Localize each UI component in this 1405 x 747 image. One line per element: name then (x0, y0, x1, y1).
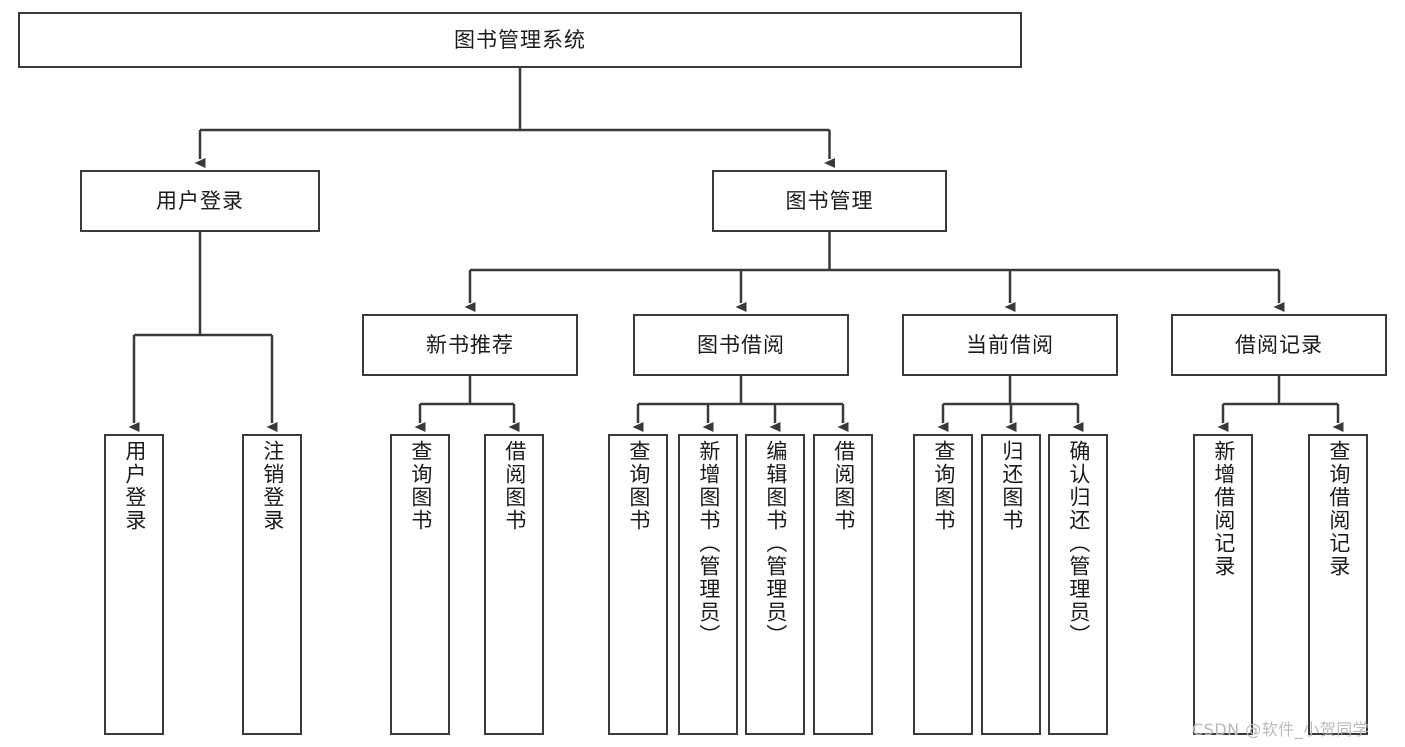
node-current-borrow[interactable]: 当前借阅 (902, 314, 1118, 376)
node-label: 用户登录 (156, 188, 244, 213)
leaf-borrow-add-book[interactable]: 新增图书（管理员） (678, 434, 738, 735)
node-label: 编辑图书（管理员） (763, 440, 788, 647)
node-label: 查询借阅记录 (1326, 440, 1351, 578)
node-label: 归还图书 (999, 440, 1024, 532)
node-label: 查询图书 (408, 440, 433, 532)
node-label: 图书管理 (785, 188, 874, 213)
node-label: 图书管理系统 (454, 27, 586, 52)
leaf-record-query[interactable]: 查询借阅记录 (1308, 434, 1368, 735)
node-user-login-module[interactable]: 用户登录 (80, 170, 320, 232)
leaf-current-return-book[interactable]: 归还图书 (981, 434, 1041, 735)
node-label: 用户登录 (122, 440, 147, 532)
node-label: 借阅记录 (1235, 332, 1323, 357)
node-label: 新增借阅记录 (1211, 440, 1236, 578)
leaf-borrow-edit-book[interactable]: 编辑图书（管理员） (745, 434, 805, 735)
node-new-book-recommend[interactable]: 新书推荐 (362, 314, 578, 376)
node-label: 图书借阅 (697, 332, 785, 357)
node-label: 借阅图书 (831, 440, 856, 532)
watermark: CSDN @软件_小贺同学 (1192, 720, 1370, 739)
node-label: 注销登录 (260, 440, 285, 532)
node-label: 确认归还（管理员） (1066, 440, 1091, 647)
leaf-record-add[interactable]: 新增借阅记录 (1193, 434, 1253, 735)
node-root[interactable]: 图书管理系统 (18, 12, 1022, 68)
leaf-new-query-book[interactable]: 查询图书 (390, 434, 450, 735)
node-label: 查询图书 (931, 440, 956, 532)
node-book-management-module[interactable]: 图书管理 (712, 170, 947, 232)
node-label: 新书推荐 (426, 332, 514, 357)
node-borrow-record[interactable]: 借阅记录 (1171, 314, 1387, 376)
leaf-user-login[interactable]: 用户登录 (104, 434, 164, 735)
leaf-current-query-book[interactable]: 查询图书 (913, 434, 973, 735)
leaf-current-confirm-return[interactable]: 确认归还（管理员） (1048, 434, 1108, 735)
leaf-borrow-query-book[interactable]: 查询图书 (608, 434, 668, 735)
node-label: 当前借阅 (966, 332, 1054, 357)
node-label: 借阅图书 (502, 440, 527, 532)
node-label: 新增图书（管理员） (696, 440, 721, 647)
node-book-borrow[interactable]: 图书借阅 (633, 314, 849, 376)
leaf-user-logout[interactable]: 注销登录 (242, 434, 302, 735)
leaf-borrow-borrow-book[interactable]: 借阅图书 (813, 434, 873, 735)
leaf-new-borrow-book[interactable]: 借阅图书 (484, 434, 544, 735)
node-label: 查询图书 (626, 440, 651, 532)
